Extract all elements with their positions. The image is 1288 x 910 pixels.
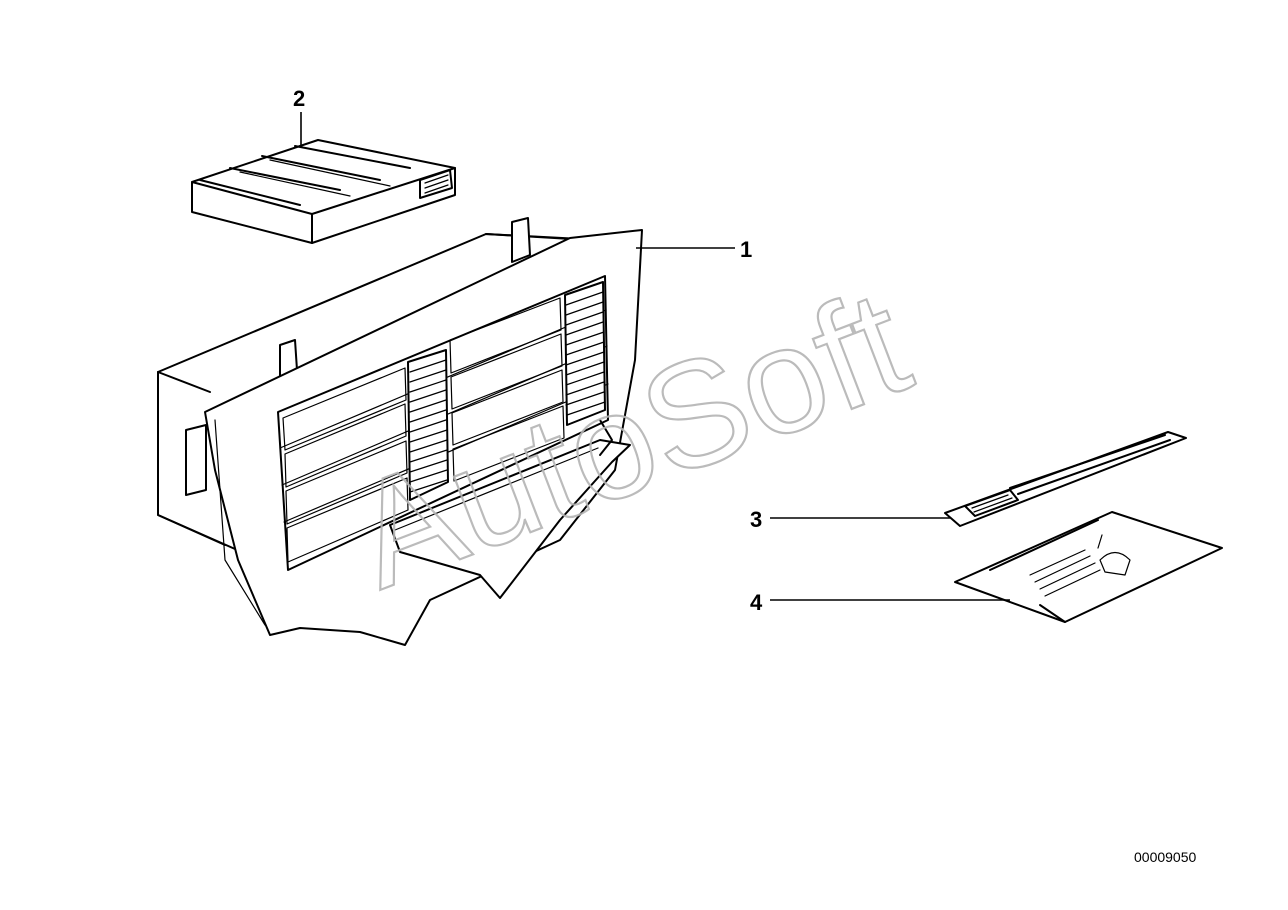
- callout-3: 3: [750, 507, 762, 532]
- part-1-housing: [157, 217, 643, 646]
- louvre-right: [564, 281, 606, 426]
- callout-2: 2: [293, 86, 305, 111]
- callout-4: 4: [750, 590, 763, 615]
- drawing-number: 00009050: [1134, 849, 1197, 865]
- callout-1: 1: [740, 237, 752, 262]
- part-4-leaflet: [954, 511, 1223, 623]
- part-2-cassette: [191, 139, 456, 244]
- part-3-strip: [944, 431, 1187, 527]
- louvre-left: [407, 349, 449, 501]
